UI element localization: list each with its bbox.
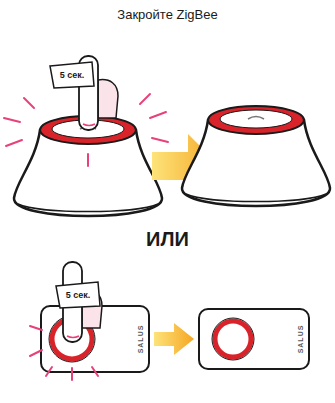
transition-arrow: [154, 323, 194, 355]
pressing-finger: [50, 56, 118, 130]
button-ring-outline: [212, 318, 254, 360]
duration-callout: 5 сек.: [52, 70, 92, 80]
brand-logo: SALUS: [137, 325, 144, 354]
gateway-dome: [182, 106, 330, 206]
device-box: SALUS: [198, 308, 310, 370]
gateway-dome: [14, 116, 162, 216]
pressing-finger: [56, 262, 102, 342]
brand-logo: SALUS: [297, 325, 304, 354]
diagram-title: Закройте ZigBee: [0, 7, 335, 22]
separator-text: ИЛИ: [0, 228, 335, 251]
duration-callout: 5 сек.: [58, 290, 98, 300]
button-ring: [215, 321, 251, 357]
